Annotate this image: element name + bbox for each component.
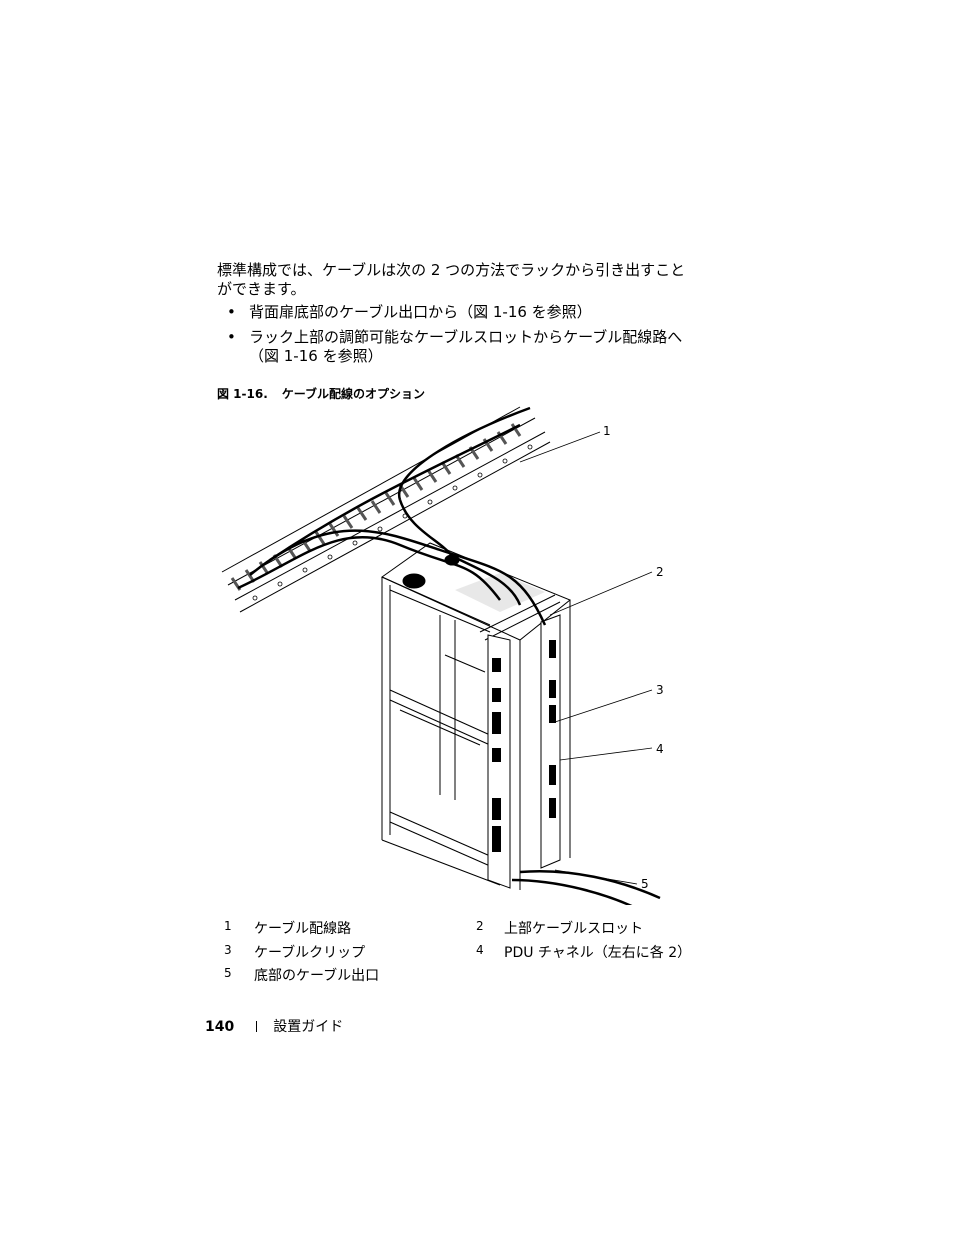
legend-item: 4 [476,942,484,958]
legend-label: PDU チャネル（左右に各 2） [504,945,692,961]
callout-2: 2 [656,565,664,579]
rack-cable-routing-illustration [221,406,661,905]
legend-label: ケーブルクリップ [254,945,366,961]
bullet-item: • ラック上部の調節可能なケーブルスロットからケーブル配線路へ （図 1-16 … [227,328,727,366]
bullet-symbol: • [227,303,236,321]
legend-label: 上部ケーブルスロット [504,921,644,937]
intro-paragraph: 標準構成では、ケーブルは次の 2 つの方法でラックから引き出すこと ができます。 [217,261,717,299]
legend-item: 2 [476,918,484,934]
callout-3: 3 [656,683,664,697]
callout-4: 4 [656,742,664,756]
cable-tray [221,406,551,613]
figure-title: ケーブル配線のオプション [281,387,426,401]
legend-number: 4 [476,943,484,957]
page-number: 140 [205,1019,235,1035]
legend-number: 1 [224,919,232,933]
callout-leaders [519,431,653,885]
bullet-text-continued: （図 1-16 を参照） [249,347,383,365]
pdu-channel [487,614,561,889]
bullet-symbol: • [227,328,236,346]
legend-number: 2 [476,919,484,933]
callout-5: 5 [641,877,649,891]
bullet-text: ラック上部の調節可能なケーブルスロットからケーブル配線路へ [249,328,683,346]
intro-line-1: 標準構成では、ケーブルは次の 2 つの方法でラックから引き出すこと [217,261,686,279]
bullet-text: 背面扉底部のケーブル出口から（図 1-16 を参照） [249,303,592,321]
legend-item: 3 [224,942,232,958]
footer-section-title: 設置ガイド [273,1019,344,1035]
figure-number: 図 1-16. [217,387,268,401]
footer-divider [256,1021,258,1032]
legend-number: 5 [224,966,232,980]
intro-line-2: ができます。 [217,280,306,298]
legend-label: ケーブル配線路 [254,921,352,937]
callout-1: 1 [603,424,611,438]
legend-label: 底部のケーブル出口 [254,968,380,984]
legend-item: 1 [224,918,232,934]
legend-number: 3 [224,943,232,957]
legend-item: 5 [224,965,232,981]
bullet-item: • 背面扉底部のケーブル出口から（図 1-16 を参照） [227,303,727,322]
page-footer: 140 設置ガイド [205,1016,343,1036]
rack-cabinet [381,542,571,890]
cables [237,406,661,905]
figure-caption: 図 1-16. ケーブル配線のオプション [217,385,425,402]
